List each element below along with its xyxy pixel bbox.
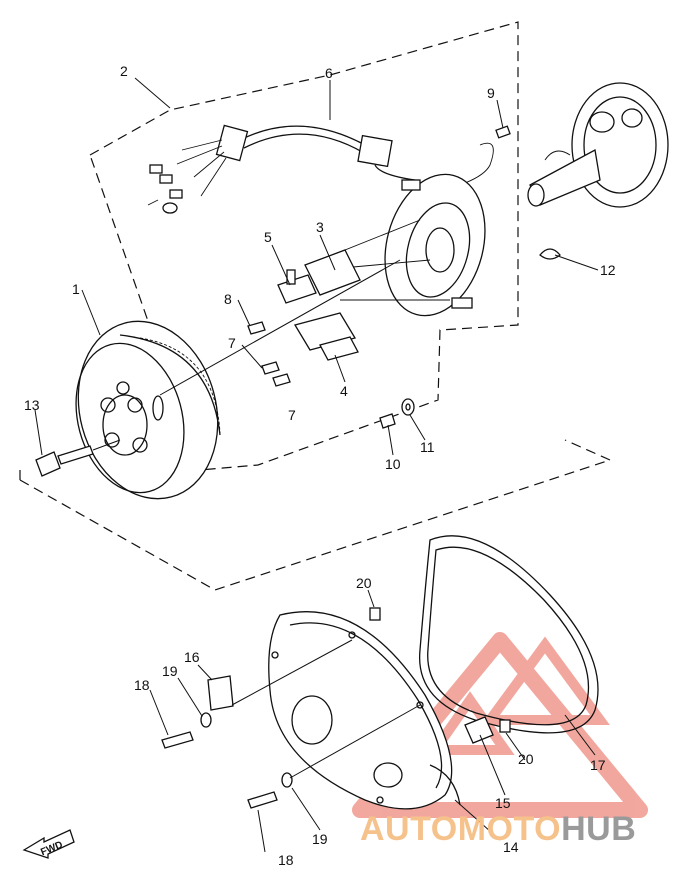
stator-assembly-boundary bbox=[89, 21, 519, 471]
cover-hardware bbox=[161, 607, 511, 809]
leader-lines bbox=[34, 77, 599, 853]
callout-13: 13 bbox=[24, 397, 40, 413]
flywheel-plane-boundary bbox=[19, 459, 611, 591]
callout-18b: 18 bbox=[278, 852, 294, 868]
callout-16: 16 bbox=[184, 649, 200, 665]
screw-part-9 bbox=[464, 125, 511, 184]
watermark-moto: MOTO bbox=[458, 810, 561, 848]
callout-labels: 1 2 3 4 5 6 7 7 8 9 10 11 12 13 14 15 16… bbox=[24, 63, 616, 868]
callout-20b: 20 bbox=[518, 751, 534, 767]
callout-3: 3 bbox=[316, 219, 324, 235]
callout-7a: 7 bbox=[228, 335, 236, 351]
callout-6: 6 bbox=[325, 65, 333, 81]
callout-9: 9 bbox=[487, 85, 495, 101]
pickup-coils bbox=[277, 249, 361, 361]
screws bbox=[247, 321, 415, 429]
svg-text:AUTOMOTOHUB: AUTOMOTOHUB bbox=[360, 810, 636, 848]
gasket-part-17 bbox=[418, 535, 599, 734]
forward-arrow-marker: FWD bbox=[22, 829, 75, 859]
callout-7b: 7 bbox=[288, 407, 296, 423]
callout-8: 8 bbox=[224, 291, 232, 307]
callout-4: 4 bbox=[340, 383, 348, 399]
drive-hub-part-12 bbox=[527, 82, 669, 260]
callout-20a: 20 bbox=[356, 575, 372, 591]
callout-18a: 18 bbox=[134, 677, 150, 693]
callout-15: 15 bbox=[495, 795, 511, 811]
callout-2: 2 bbox=[120, 63, 128, 79]
watermark-auto: AUTO bbox=[360, 810, 458, 848]
callout-1: 1 bbox=[72, 281, 80, 297]
callout-14: 14 bbox=[503, 839, 519, 855]
flywheel-part-1 bbox=[75, 259, 401, 500]
callout-11: 11 bbox=[420, 439, 435, 455]
callout-5: 5 bbox=[264, 229, 272, 245]
watermark-text: AUTOMOTOHUB bbox=[360, 810, 636, 848]
callout-12: 12 bbox=[600, 262, 616, 278]
callout-17: 17 bbox=[590, 757, 606, 773]
wire-harness bbox=[147, 124, 416, 214]
callout-19a: 19 bbox=[162, 663, 178, 679]
stator-plate bbox=[319, 173, 486, 317]
flywheel-bolt-part-13 bbox=[35, 439, 121, 477]
callout-19b: 19 bbox=[312, 831, 328, 847]
callout-10: 10 bbox=[385, 456, 401, 472]
watermark-hub: HUB bbox=[561, 810, 636, 848]
side-cover bbox=[268, 611, 461, 810]
